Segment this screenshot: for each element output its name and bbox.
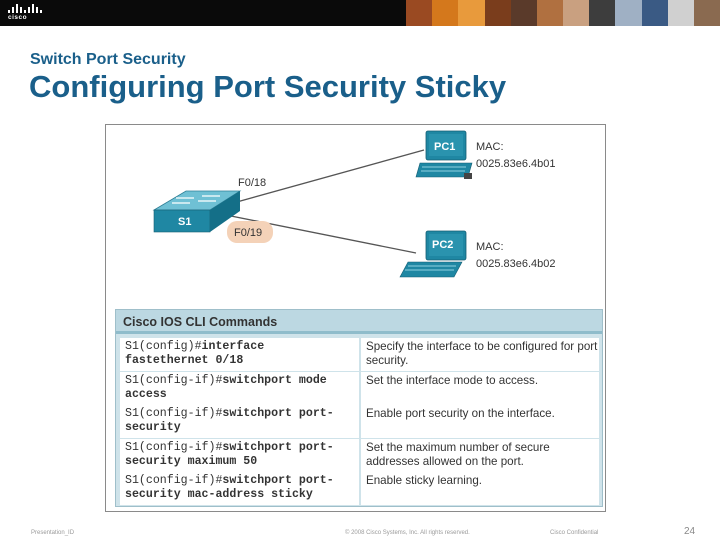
cli-command-part2: security maximum 50 — [125, 454, 258, 468]
cli-description-cell: Specify the interface to be configured f… — [361, 338, 599, 371]
switch-label: S1 — [178, 216, 191, 228]
footer-confidential: Cisco Confidential — [550, 530, 599, 536]
cli-prompt: S1(config-if)# — [125, 373, 223, 387]
figure-frame: S1 F0/18 F0/19 PC1 MAC: 0025.83e6.4b01 P… — [105, 124, 606, 512]
pc1-icon: PC1 — [415, 130, 473, 179]
table-row: S1(config-if)#switchport port- security … — [120, 472, 599, 505]
port-highlight — [227, 221, 273, 243]
cli-command-part2: access — [125, 387, 167, 401]
cli-command-cell: S1(config-if)#switchport mode access — [120, 371, 359, 405]
cli-command-cell: S1(config-if)#switchport port- security … — [120, 438, 359, 472]
photo-tile — [484, 0, 511, 26]
cli-table-body: S1(config)#interface fastethernet 0/18 S… — [120, 338, 599, 506]
cli-command-part1: switchport mode — [222, 373, 327, 387]
cli-command-part1: switchport port- — [222, 407, 334, 420]
port-f018-label: F0/18 — [238, 177, 266, 189]
photo-tile — [693, 0, 720, 26]
photo-tile — [615, 0, 642, 26]
footer-copyright: © 2008 Cisco Systems, Inc. All rights re… — [345, 530, 470, 536]
photo-tile — [406, 0, 433, 26]
cli-command-part1: interface — [201, 340, 265, 353]
cisco-wordmark: cisco — [8, 14, 28, 21]
page-number: 24 — [684, 526, 696, 537]
photo-tile — [458, 0, 485, 26]
cli-command-part2: security mac-address sticky — [125, 488, 313, 501]
photo-strip — [406, 0, 720, 26]
cli-command-cell: S1(config-if)#switchport port- security … — [120, 472, 359, 505]
table-row: S1(config-if)#switchport port- security … — [120, 438, 599, 472]
cisco-logo: cisco — [8, 4, 42, 22]
cli-prompt: S1(config-if)# — [125, 440, 223, 454]
cli-prompt: S1(config-if)# — [125, 474, 223, 487]
pc2-mac: 0025.83e6.4b02 — [476, 258, 556, 270]
table-row: S1(config)#interface fastethernet 0/18 S… — [120, 338, 599, 371]
cli-command-cell: S1(config)#interface fastethernet 0/18 — [120, 338, 359, 371]
cisco-bars-icon — [8, 4, 42, 13]
cli-prompt: S1(config)# — [125, 340, 202, 353]
pc2-mac-label: MAC: — [476, 241, 504, 253]
pc1-mac: 0025.83e6.4b01 — [476, 158, 556, 170]
cli-description-cell: Set the interface mode to access. — [361, 371, 599, 405]
table-row: S1(config-if)#switchport port- security … — [120, 405, 599, 438]
photo-tile — [432, 0, 459, 26]
photo-tile — [641, 0, 668, 26]
cli-description-cell: Enable port security on the interface. — [361, 405, 599, 438]
slide-subtitle: Switch Port Security — [30, 51, 186, 68]
cli-command-part1: switchport port- — [222, 440, 334, 454]
photo-tile — [667, 0, 694, 26]
photo-tile — [510, 0, 537, 26]
cli-command-part2: fastethernet 0/18 — [125, 354, 244, 367]
topology-diagram: S1 F0/18 F0/19 PC1 MAC: 0025.83e6.4b01 P… — [152, 130, 556, 278]
pc2-label: PC2 — [432, 239, 453, 251]
photo-tile — [563, 0, 590, 26]
pc2-icon: PC2 — [399, 230, 467, 278]
switch-icon: S1 — [152, 190, 242, 233]
cli-command-cell: S1(config-if)#switchport port- security — [120, 405, 359, 438]
slide-title: Configuring Port Security Sticky — [29, 69, 507, 104]
pc1-mac-label: MAC: — [476, 141, 504, 153]
port-f019-label: F0/19 — [234, 227, 262, 239]
footer-presentation-id: Presentation_ID — [31, 530, 75, 536]
cli-command-part1: switchport port- — [222, 474, 334, 487]
photo-tile — [536, 0, 564, 26]
top-banner: cisco — [0, 0, 720, 26]
link-f018 — [225, 149, 425, 206]
cli-description-cell: Set the maximum number of secure address… — [361, 438, 599, 472]
cli-prompt: S1(config-if)# — [125, 407, 223, 420]
cli-description-cell: Enable sticky learning. — [361, 472, 599, 505]
table-row: S1(config-if)#switchport mode access Set… — [120, 371, 599, 405]
photo-tile — [589, 0, 616, 26]
cli-command-part2: security — [125, 421, 181, 434]
cli-commands-panel: Cisco IOS CLI Commands S1(config)#interf… — [115, 309, 603, 507]
pc1-label: PC1 — [434, 141, 455, 153]
cli-table-heading: Cisco IOS CLI Commands — [116, 310, 602, 334]
